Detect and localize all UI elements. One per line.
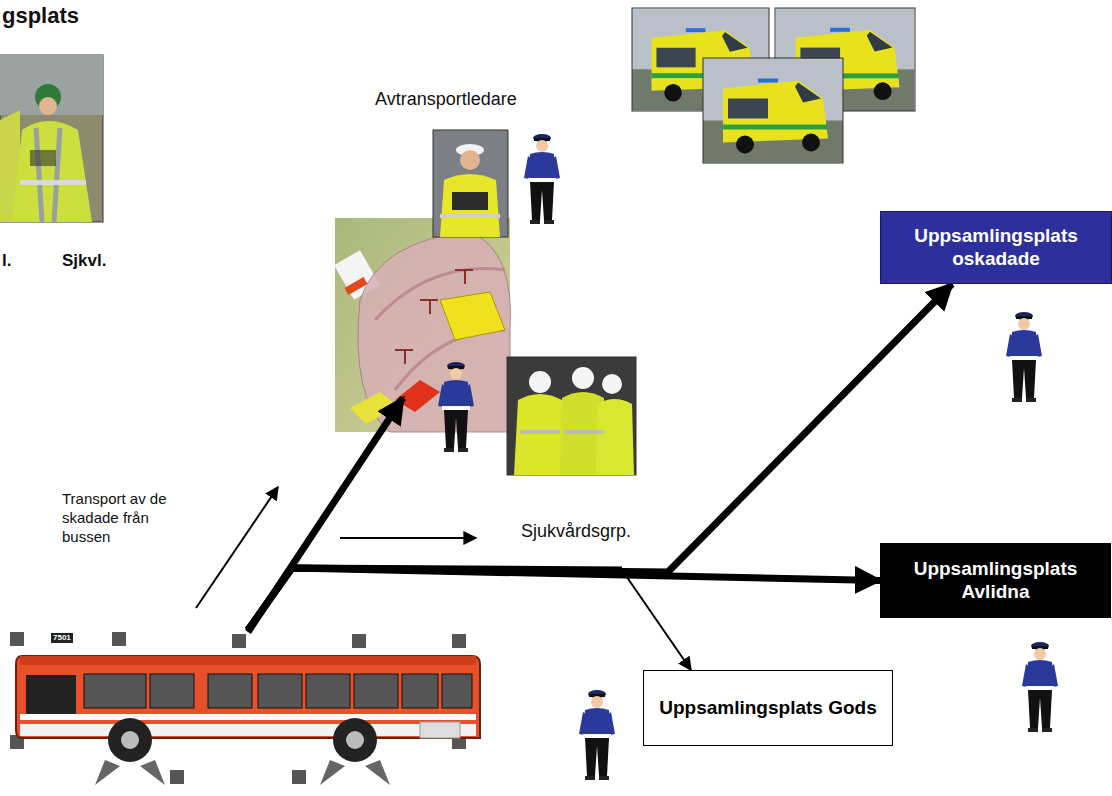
heading-fragment: gsplats <box>2 2 79 30</box>
arrow-line <box>622 570 691 670</box>
box-text: Uppsamlingsplats Gods <box>659 697 876 720</box>
role-label: Avtransportledare <box>375 88 517 111</box>
group-label: Sjukvårdsgrp. <box>521 520 631 543</box>
arrow-line <box>248 568 622 630</box>
flow-arrow <box>248 568 880 630</box>
gathering-box: Uppsamlingsplats Gods <box>643 670 893 746</box>
vehicle-number: 7501 <box>51 633 73 643</box>
arrow-line <box>248 568 880 630</box>
flow-arrow <box>248 284 952 630</box>
arrow-line <box>248 284 952 630</box>
role-label: l. <box>2 250 11 271</box>
gathering-box: Uppsamlingsplats Avlidna <box>880 543 1111 618</box>
note-text: Transport av de skadade från bussen <box>62 490 190 546</box>
bus-node: 7501 <box>15 630 485 742</box>
flow-arrow <box>248 568 691 670</box>
box-text: Uppsamlingsplats oskadade <box>889 225 1103 271</box>
role-label: Sjkvl. <box>62 250 106 271</box>
gathering-box: Uppsamlingsplats oskadade <box>880 211 1112 284</box>
box-text: Uppsamlingsplats Avlidna <box>889 558 1102 604</box>
